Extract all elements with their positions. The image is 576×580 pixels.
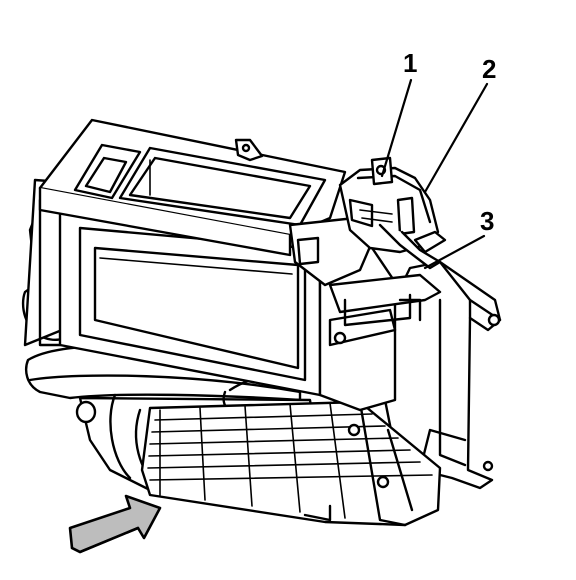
leader-line-2 <box>423 82 489 194</box>
callout-3: 3 <box>480 206 495 236</box>
leader-line-3 <box>423 234 486 270</box>
top-housing <box>38 118 347 257</box>
front-case <box>23 178 322 397</box>
filter-grille <box>140 400 442 527</box>
mode-actuator <box>338 156 447 270</box>
callout-1: 1 <box>403 48 418 78</box>
leader-line-1 <box>380 78 413 178</box>
direction-arrow <box>68 494 162 554</box>
callout-2: 2 <box>482 54 497 84</box>
